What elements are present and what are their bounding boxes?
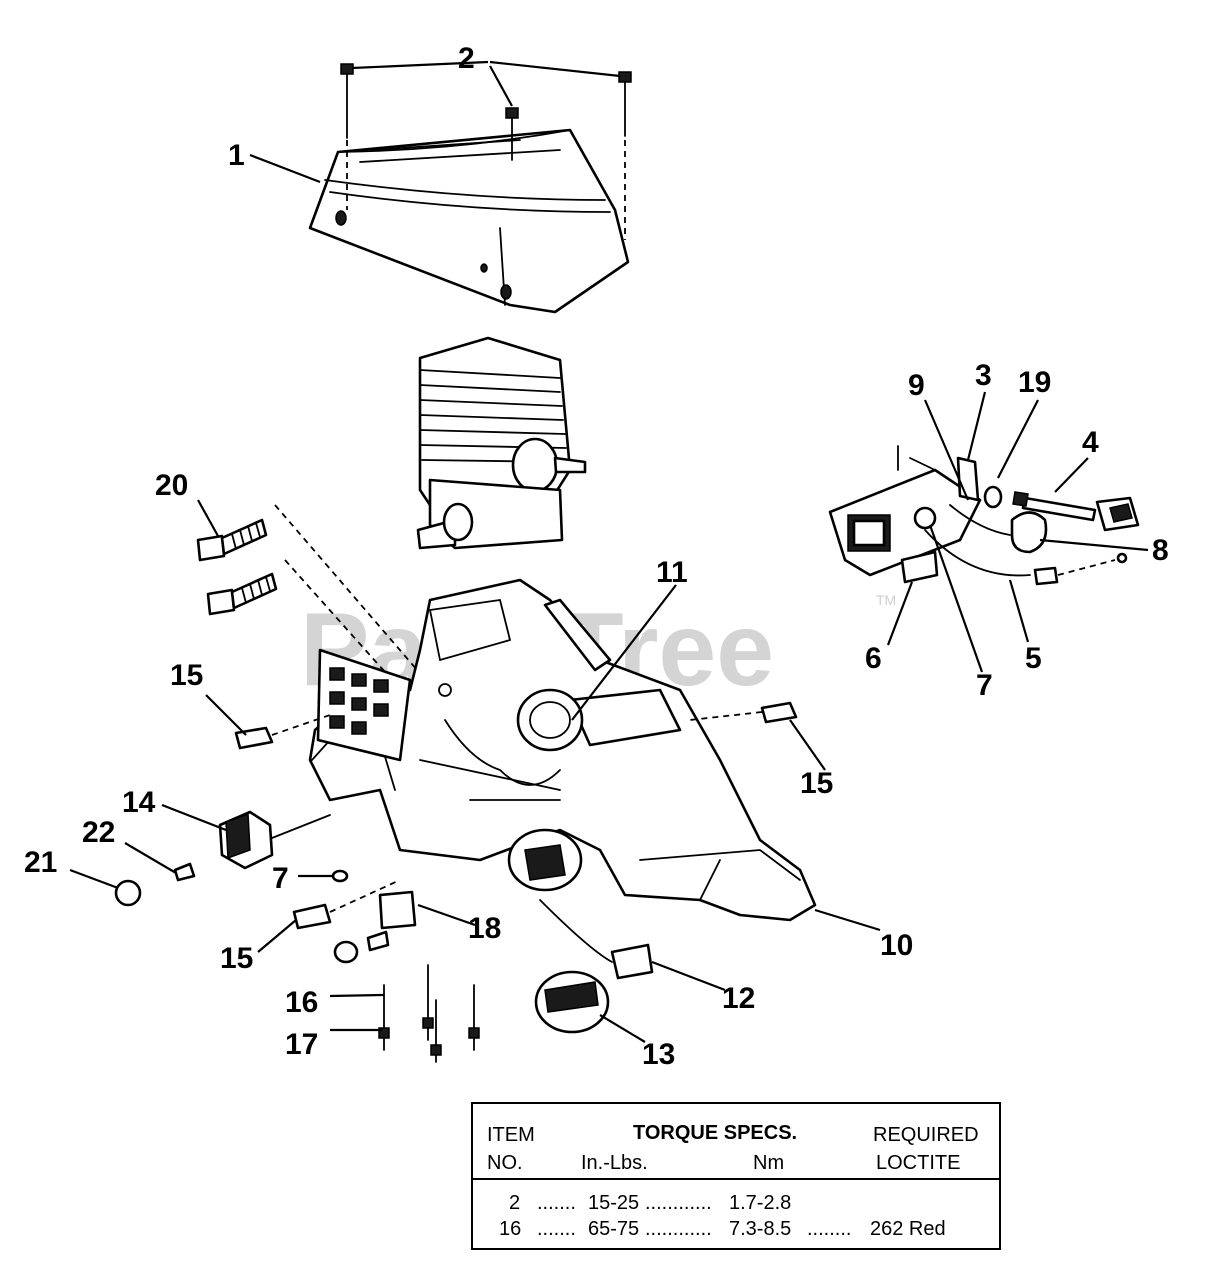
callout-9: 9 bbox=[908, 369, 925, 402]
row-dots: ....... bbox=[537, 1218, 576, 1240]
callout-12: 12 bbox=[722, 982, 755, 1015]
part-cylinder-cover bbox=[308, 128, 630, 314]
row-dots: ........ bbox=[807, 1218, 852, 1240]
callout-22: 22 bbox=[82, 816, 115, 849]
row-item: 16 bbox=[499, 1218, 522, 1240]
leader-lines bbox=[69, 60, 1149, 1043]
header-loctite: LOCTITE bbox=[876, 1152, 961, 1174]
callout-13: 13 bbox=[642, 1038, 675, 1071]
part-rear-plate bbox=[316, 648, 412, 762]
callout-21: 21 bbox=[24, 846, 57, 879]
row-item: 2 bbox=[509, 1192, 521, 1214]
callout-15-bottom: 15 bbox=[220, 942, 253, 975]
callout-20: 20 bbox=[155, 469, 188, 502]
row-dots: ............ bbox=[645, 1218, 712, 1240]
part-cover-screws bbox=[340, 63, 632, 240]
callout-14: 14 bbox=[122, 786, 156, 819]
torque-table-header: ITEM NO. TORQUE SPECS. In.-Lbs. Nm REQUI… bbox=[473, 1104, 999, 1180]
watermark-trademark: TM bbox=[876, 592, 896, 608]
callout-labels: 2 1 3 19 9 4 8 6 7 5 20 11 15 15 14 22 2… bbox=[24, 42, 1169, 1071]
row-inlbs: 65-75 bbox=[588, 1218, 640, 1240]
header-nm: Nm bbox=[753, 1152, 785, 1174]
row-inlbs: 15-25 bbox=[588, 1192, 640, 1214]
callout-11: 11 bbox=[656, 556, 688, 589]
header-torque-specs: TORQUE SPECS. bbox=[633, 1122, 798, 1144]
header-item: ITEM bbox=[487, 1124, 535, 1146]
callout-18: 18 bbox=[468, 912, 501, 945]
callout-6: 6 bbox=[865, 642, 882, 675]
callout-17: 17 bbox=[285, 1028, 318, 1061]
part-switch-assembly bbox=[828, 445, 1140, 586]
torque-specs-table: ITEM NO. TORQUE SPECS. In.-Lbs. Nm REQUI… bbox=[471, 1102, 1001, 1250]
part-small-components bbox=[114, 701, 798, 1063]
callout-4: 4 bbox=[1082, 426, 1099, 459]
callout-7-grommet: 7 bbox=[272, 862, 289, 895]
header-item-no: NO. bbox=[487, 1152, 523, 1174]
callout-16: 16 bbox=[285, 986, 318, 1019]
callout-15-left: 15 bbox=[170, 659, 203, 692]
row-loctite: 262 Red bbox=[870, 1218, 946, 1240]
callout-2: 2 bbox=[458, 42, 475, 75]
callout-8: 8 bbox=[1152, 534, 1169, 567]
row-dots: ............ bbox=[645, 1192, 712, 1214]
callout-15-right: 15 bbox=[800, 767, 833, 800]
row-nm: 1.7-2.8 bbox=[729, 1192, 792, 1214]
header-required: REQUIRED bbox=[873, 1124, 979, 1146]
row-dots: ....... bbox=[537, 1192, 576, 1214]
callout-1: 1 bbox=[228, 139, 245, 172]
part-engine-cylinder bbox=[416, 336, 587, 550]
callout-3: 3 bbox=[975, 359, 992, 392]
part-crankcase-housing bbox=[308, 578, 817, 922]
header-inlbs: In.-Lbs. bbox=[581, 1152, 648, 1174]
row-nm: 7.3-8.5 bbox=[729, 1218, 792, 1240]
callout-7-switch: 7 bbox=[976, 669, 993, 702]
callout-10: 10 bbox=[880, 929, 913, 962]
callout-19: 19 bbox=[1018, 366, 1051, 399]
callout-5: 5 bbox=[1025, 642, 1042, 675]
